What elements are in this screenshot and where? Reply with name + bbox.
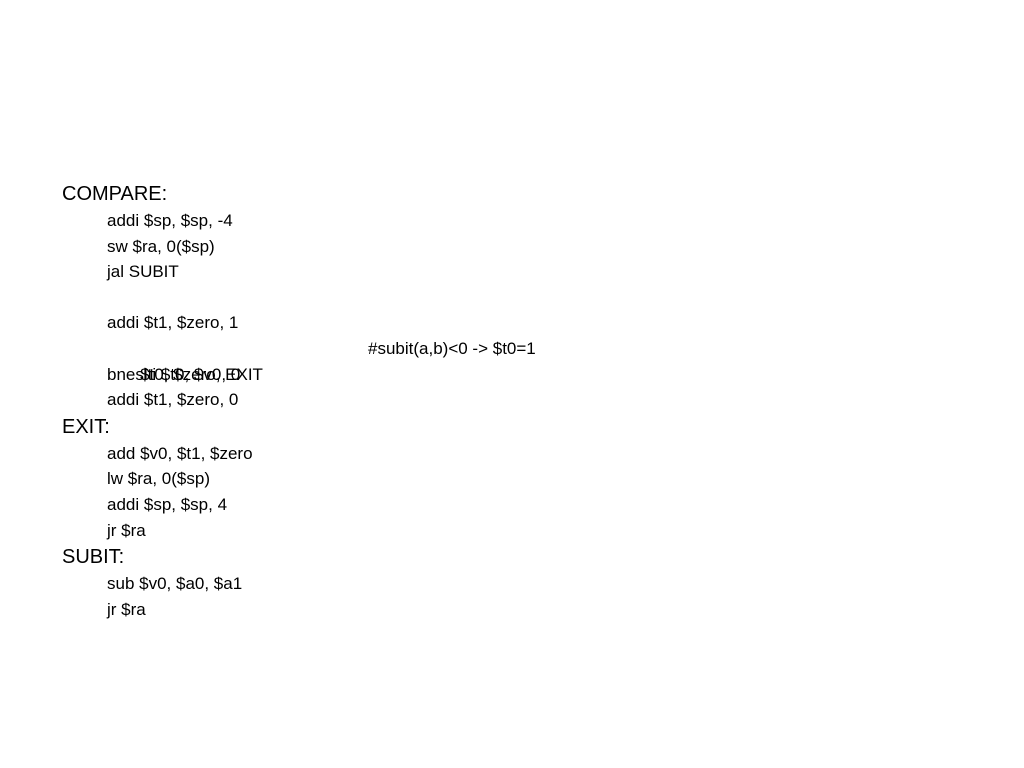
code-line-slti: slti $t0, $v0, 0 #subit(a,b)<0 -> $t0=1 [62, 336, 962, 384]
code-line: addi $t1, $zero, 0 [107, 390, 239, 410]
code-line: sw $ra, 0($sp) [107, 236, 215, 256]
code-comment: #subit(a,b)<0 -> $t0=1 [368, 338, 536, 358]
code-line-text: slti $t0, $v0, 0 [135, 364, 241, 384]
label-compare: COMPARE: [62, 183, 168, 205]
code-line: addi $t1, $zero, 1 [107, 313, 239, 333]
code-line: add $v0, $t1, $zero [107, 443, 253, 463]
label-exit: EXIT: [62, 415, 110, 438]
code-line: sub $v0, $a0, $a1 [107, 574, 243, 594]
label-subit: SUBIT: [62, 546, 125, 569]
code-line: lw $ra, 0($sp) [107, 469, 210, 489]
assembly-code-block: COMPARE: addi $sp, $sp, -4 sw $ra, 0($sp… [62, 180, 962, 622]
code-line: jal SUBIT [107, 262, 179, 282]
code-line: jr $ra [107, 520, 146, 540]
code-line: bne $t0, $zero, EXIT [107, 364, 263, 384]
code-line: jr $ra [107, 599, 146, 619]
code-line: addi $sp, $sp, 4 [107, 494, 228, 514]
blank-line [62, 285, 962, 311]
code-line: addi $sp, $sp, -4 [107, 211, 233, 230]
